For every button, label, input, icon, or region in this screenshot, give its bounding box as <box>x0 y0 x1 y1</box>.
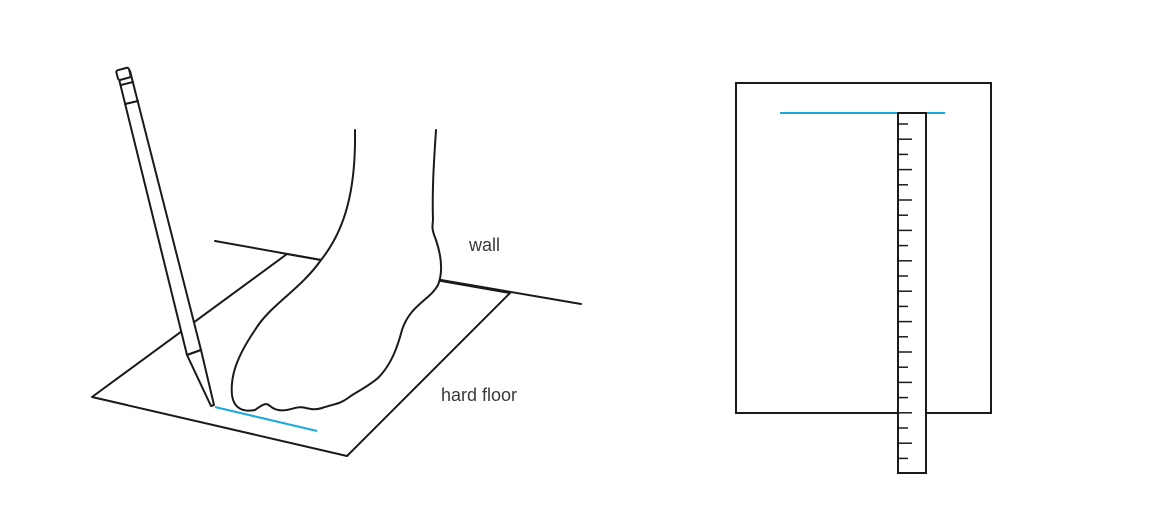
pencil-icon <box>115 66 215 407</box>
paper-sheet <box>735 82 992 414</box>
wall-label: wall <box>468 235 500 255</box>
floor-label: hard floor <box>441 385 517 405</box>
wall-baseline <box>214 240 322 261</box>
wall-baseline-right <box>440 279 582 305</box>
foot-outline <box>230 129 443 412</box>
ruler <box>897 112 927 474</box>
paper-sheet-floor <box>91 253 511 457</box>
marked-line-floor <box>214 406 318 432</box>
